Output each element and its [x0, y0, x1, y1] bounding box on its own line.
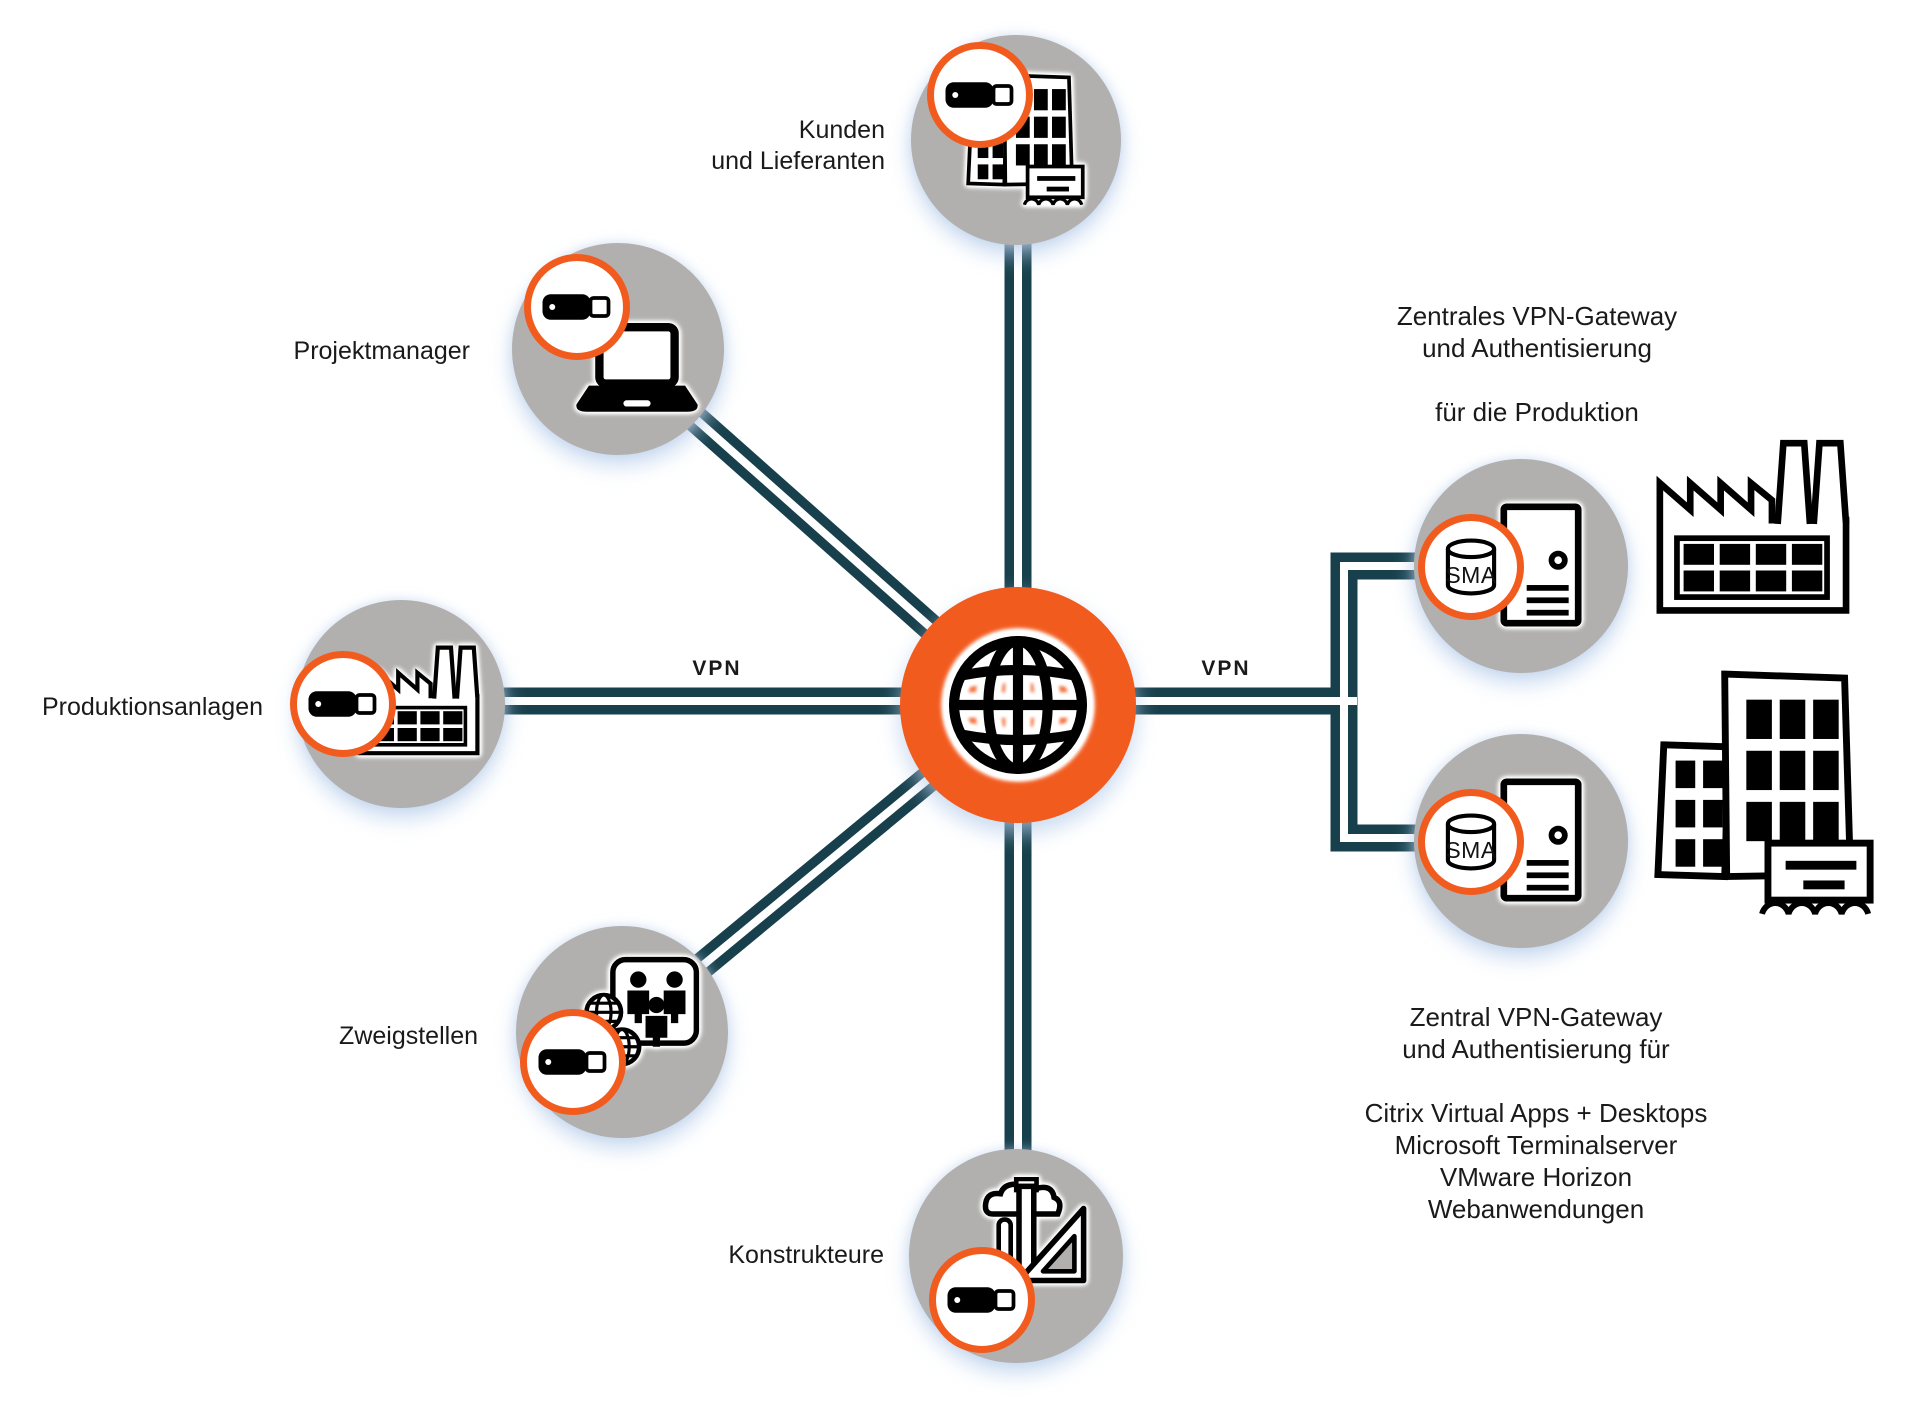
- label-projektmanager: Projektmanager: [293, 337, 470, 365]
- label-vpn-right: VPN: [1201, 657, 1251, 680]
- label-produktionsanlagen: Produktionsanlagen: [42, 693, 263, 721]
- internet-hub: [900, 587, 1136, 823]
- usb-token-badge: [290, 651, 396, 757]
- office-building-icon: [1652, 666, 1878, 922]
- usb-token-badge: [524, 254, 630, 360]
- node-kunden: [911, 35, 1121, 245]
- node-sma-gateway-produktion: SMA: [1414, 459, 1628, 673]
- usb-token-icon: [537, 1040, 609, 1084]
- annotation-gateway-produktion: Zentrales VPN-Gateway und Authentisierun…: [1396, 301, 1678, 427]
- usb-token-icon: [307, 682, 379, 726]
- usb-token-icon: [541, 285, 613, 329]
- annotation-gateway-apps: Zentral VPN-Gateway und Authentisierung …: [1364, 1002, 1708, 1224]
- node-produktionsanlagen: [290, 600, 505, 808]
- label-zweigstellen: Zweigstellen: [339, 1022, 478, 1050]
- factory-icon: [1652, 428, 1852, 618]
- label-vpn-left: VPN: [692, 657, 742, 680]
- usb-token-badge: [520, 1009, 626, 1115]
- usb-token-badge: [929, 1247, 1035, 1353]
- sma-appliance-badge: SMA: [1418, 789, 1524, 895]
- laptop-icon: [576, 323, 698, 412]
- label-kunden: Kunden und Lieferanten: [711, 116, 885, 175]
- sma-badge-label: SMA: [1445, 562, 1497, 588]
- usb-token-icon: [946, 1278, 1018, 1322]
- label-konstrukteure: Konstrukteure: [728, 1241, 884, 1269]
- node-projektmanager: [512, 243, 724, 455]
- sma-badge-label: SMA: [1445, 837, 1497, 863]
- usb-token-badge: [927, 42, 1033, 148]
- globe-icon: [943, 630, 1093, 780]
- drafting-tools-icon: [982, 1177, 1087, 1284]
- node-sma-gateway-apps: SMA: [1414, 734, 1628, 948]
- usb-token-icon: [944, 73, 1016, 117]
- sma-appliance-badge: SMA: [1418, 514, 1524, 620]
- node-konstrukteure: [909, 1149, 1123, 1363]
- node-zweigstellen: [516, 926, 728, 1138]
